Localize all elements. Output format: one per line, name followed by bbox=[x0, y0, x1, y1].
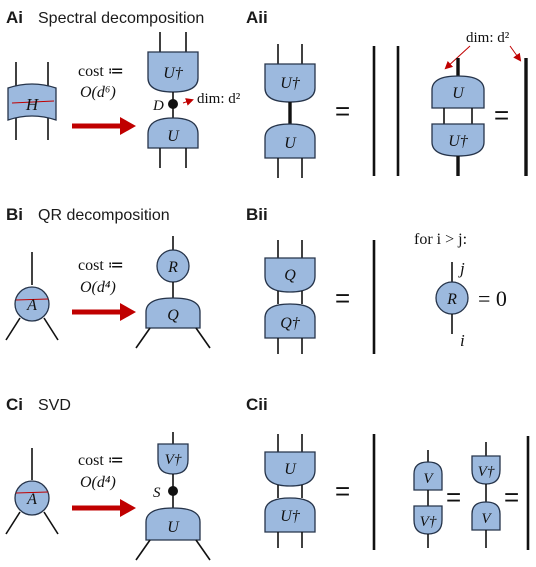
panel-label-bi: Bi bbox=[6, 205, 23, 224]
panel-ci: Ci SVD A cost ≔ O(d⁴) V† S U bbox=[5, 395, 211, 561]
panel-cii: Cii U U† = V V† = V† V = bbox=[246, 395, 530, 550]
panel-label-cii: Cii bbox=[246, 395, 268, 414]
tensor-v-cii-label: V bbox=[423, 471, 434, 487]
equals-sign-aii-2: = bbox=[494, 100, 509, 130]
tensor-q-bii bbox=[264, 257, 316, 293]
index-i-bii: i bbox=[460, 331, 465, 350]
tensor-r-bii-label: R bbox=[446, 291, 457, 308]
panel-bii: Bii Q Q† = for i > j: R j i = 0 bbox=[246, 205, 507, 354]
tensor-u-dagger-ai-label: U† bbox=[163, 65, 184, 82]
tensor-a-bi bbox=[14, 286, 50, 322]
index-j-bii: j bbox=[458, 259, 465, 278]
equals-sign-aii-1: = bbox=[335, 96, 350, 126]
tensor-u-aii-right-label: U bbox=[452, 85, 465, 102]
tensor-v-cii bbox=[413, 461, 443, 491]
arrow-head-ai bbox=[120, 117, 136, 135]
equals-sign-cii-1: = bbox=[335, 476, 350, 506]
tensor-u-cii-label: U bbox=[284, 461, 297, 478]
panel-aii: Aii U† U = dim: d² U U† = bbox=[246, 8, 528, 178]
tensor-u-dagger-aii bbox=[264, 63, 316, 103]
tensor-u-ci bbox=[145, 507, 201, 541]
cost-value-bi: O(d⁴) bbox=[80, 279, 116, 296]
panel-label-ci: Ci bbox=[6, 395, 23, 414]
equals-sign-bii: = bbox=[335, 283, 350, 313]
tensor-u-aii-label: U bbox=[284, 135, 297, 152]
tensor-h-label: H bbox=[25, 95, 40, 114]
equals-sign-cii-3: = bbox=[504, 482, 519, 512]
panel-title-ci: SVD bbox=[38, 397, 71, 414]
tensor-a-ci-label: A bbox=[26, 491, 37, 508]
tensor-u-dagger-aii-label: U† bbox=[280, 75, 301, 92]
tensor-r-bi-label: R bbox=[167, 259, 178, 276]
tensor-v-cii-right-label: V bbox=[481, 511, 492, 527]
condition-bii: for i > j: bbox=[414, 231, 467, 248]
cost-value-ai: O(d⁶) bbox=[80, 84, 116, 101]
equals-sign-cii-2: = bbox=[446, 482, 461, 512]
bond-label-ci: S bbox=[153, 485, 161, 501]
tensor-q-bii-label: Q bbox=[284, 267, 296, 284]
tensor-a-ci bbox=[14, 480, 50, 516]
panel-bi: Bi QR decomposition A cost ≔ O(d⁴) R Q bbox=[5, 205, 211, 349]
bond-label-ai: D bbox=[152, 98, 164, 114]
panel-ai: Ai Spectral decomposition H cost ≔ O(d⁶)… bbox=[6, 8, 241, 168]
arrow-head-ci bbox=[120, 499, 136, 517]
tensor-u-ai bbox=[147, 117, 199, 149]
tensor-u-dagger-cii-label: U† bbox=[280, 508, 301, 525]
tensor-u-dagger-ai bbox=[147, 51, 199, 93]
tensor-u-cii bbox=[264, 451, 316, 487]
cost-value-ci: O(d⁴) bbox=[80, 474, 116, 491]
tensor-q-bi-label: Q bbox=[167, 307, 179, 324]
tensor-u-aii bbox=[264, 123, 316, 159]
tensor-u-ci-label: U bbox=[167, 519, 180, 536]
result-bii: = 0 bbox=[478, 286, 507, 311]
tensor-v-dagger-ci-label: V† bbox=[165, 452, 182, 468]
tensor-u-dagger-cii bbox=[264, 497, 316, 533]
tensor-v-dagger-cii-label: V† bbox=[420, 514, 437, 530]
tensor-a-bi-label: A bbox=[26, 297, 37, 314]
bond-dot-ci bbox=[168, 486, 178, 496]
tensor-v-dagger-cii-right-label: V† bbox=[478, 464, 495, 480]
panel-label-bii: Bii bbox=[246, 205, 268, 224]
tensor-v-cii-right bbox=[471, 501, 501, 531]
cost-label-ai: cost ≔ bbox=[78, 63, 124, 80]
dim-label-ai: dim: d² bbox=[197, 91, 241, 107]
tensor-u-dagger-aii-right-label: U† bbox=[448, 133, 469, 150]
tensor-q-dagger-bii-label: Q† bbox=[280, 315, 301, 332]
tensor-h: H bbox=[7, 62, 57, 140]
panel-title-bi: QR decomposition bbox=[38, 207, 170, 224]
cost-label-ci: cost ≔ bbox=[78, 452, 124, 469]
tensor-q-dagger-bii bbox=[264, 303, 316, 339]
cost-label-bi: cost ≔ bbox=[78, 257, 124, 274]
panel-label-ai: Ai bbox=[6, 8, 23, 27]
dim-label-aii: dim: d² bbox=[466, 30, 510, 46]
panel-title-ai: Spectral decomposition bbox=[38, 10, 204, 27]
tensor-q-bi bbox=[145, 297, 201, 329]
arrow-head-bi bbox=[120, 303, 136, 321]
tensor-u-aii-right bbox=[431, 75, 485, 109]
bond-dot-ai bbox=[168, 99, 178, 109]
tensor-u-ai-label: U bbox=[167, 128, 180, 145]
panel-label-aii: Aii bbox=[246, 8, 268, 27]
